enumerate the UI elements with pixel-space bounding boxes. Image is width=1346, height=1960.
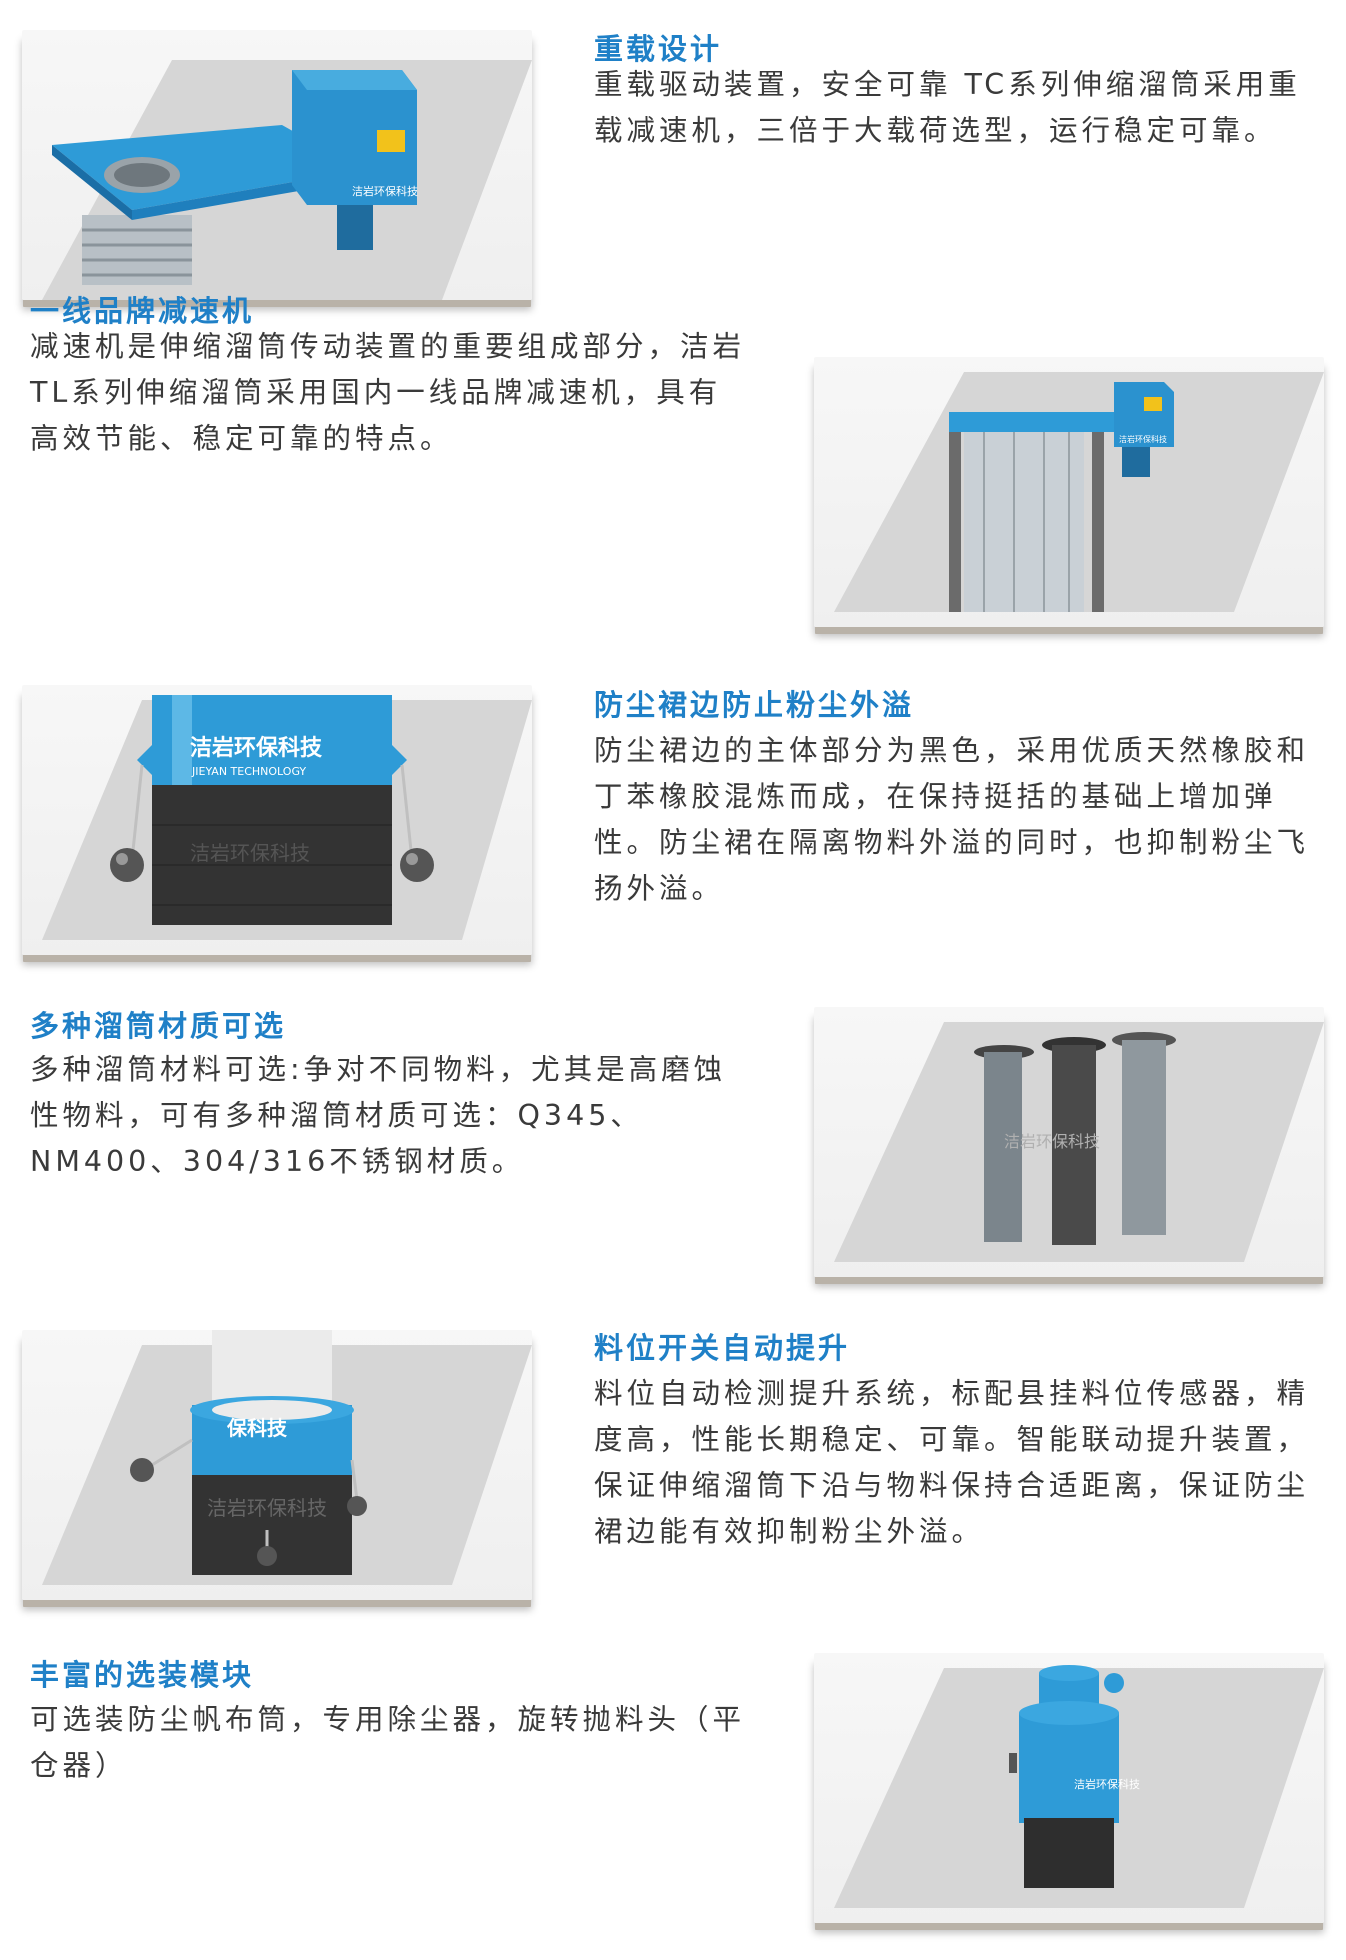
feature-section-level-switch: 保科技 洁岩环保科技 料位开关自动提升 料位自动检测提升系统，标配县挂料位传感器… [22, 1330, 1305, 1600]
section-description: 可选装防尘帆布筒，专用除尘器，旋转抛料头（平仓器） [30, 1703, 746, 1782]
product-image-card: 洁岩环保科技 [814, 357, 1324, 627]
svg-text:洁岩环保科技: 洁岩环保科技 [1074, 1777, 1140, 1791]
section-title: 料位开关自动提升 [594, 1331, 851, 1365]
dust-skirt-image: 洁岩环保科技 JIEYAN TECHNOLOGY 洁岩环保科技 [42, 695, 532, 940]
svg-text:洁岩环保科技: 洁岩环保科技 [1119, 434, 1167, 444]
logo-text-en: JIEYAN TECHNOLOGY [191, 765, 306, 778]
section-title: 防尘裙边防止粉尘外溢 [594, 688, 915, 722]
svg-text:洁岩环保科技: 洁岩环保科技 [352, 184, 418, 198]
feature-section-reducer: 一线品牌减速机 减速机是伸缩溜筒传动装置的重要组成部分，洁岩TL系列伸缩溜筒采用… [0, 0, 1346, 627]
svg-text:洁岩环保科技: 洁岩环保科技 [190, 841, 310, 865]
svg-text:洁岩环保科技: 洁岩环保科技 [1004, 1132, 1100, 1151]
svg-text:保科技: 保科技 [226, 1416, 288, 1440]
level-switch-image: 保科技 洁岩环保科技 [42, 1330, 532, 1585]
section-title: 重载设计 [594, 32, 723, 66]
section-description: 减速机是伸缩溜筒传动装置的重要组成部分，洁岩TL系列伸缩溜筒采用国内一线品牌减速… [30, 330, 746, 455]
feature-section-dust-skirt: 洁岩环保科技 JIEYAN TECHNOLOGY 洁岩环保科技 防尘裙边防止粉尘… [0, 0, 1346, 955]
product-image-card: 洁岩环保科技 [22, 30, 532, 300]
svg-text:洁岩环保科技: 洁岩环保科技 [207, 1496, 327, 1520]
product-image-card: 洁岩环保科技 [814, 1007, 1324, 1277]
chute-tubes-image: 洁岩环保科技 [834, 1022, 1324, 1262]
optional-modules-image: 洁岩环保科技 [834, 1665, 1324, 1908]
heavy-drive-unit-image: 洁岩环保科技 [42, 60, 532, 300]
feature-section-materials: 多种溜筒材质可选 多种溜筒材料可选:争对不同物料，尤其是高磨蚀性物料，可有多种溜… [30, 1007, 1324, 1277]
product-image-card: 保科技 洁岩环保科技 [22, 1330, 532, 1600]
reducer-assembly-image: 洁岩环保科技 [834, 372, 1324, 612]
product-image-card: 洁岩环保科技 [814, 1653, 1324, 1923]
section-description: 防尘裙边的主体部分为黑色，采用优质天然橡胶和丁苯橡胶混炼而成，在保持挺括的基础上… [594, 734, 1310, 905]
section-description: 重载驱动装置，安全可靠 TC系列伸缩溜筒采用重载减速机，三倍于大载荷选型，运行稳… [594, 68, 1301, 147]
section-description: 多种溜筒材料可选:争对不同物料，尤其是高磨蚀性物料，可有多种溜筒材质可选：Q34… [30, 1053, 727, 1178]
feature-section-heavy-duty: 洁岩环保科技 重载设计 重载驱动装置，安全可靠 TC系列伸缩溜筒采用重载减速机，… [0, 0, 1346, 300]
section-title: 丰富的选装模块 [30, 1658, 255, 1692]
section-title: 一线品牌减速机 [30, 294, 255, 328]
logo-text-cn: 洁岩环保科技 [190, 736, 323, 761]
section-title: 多种溜筒材质可选 [30, 1009, 287, 1043]
section-description: 料位自动检测提升系统，标配县挂料位传感器，精度高，性能长期稳定、可靠。智能联动提… [594, 1377, 1310, 1548]
product-image-card: 洁岩环保科技 JIEYAN TECHNOLOGY 洁岩环保科技 [22, 685, 532, 955]
